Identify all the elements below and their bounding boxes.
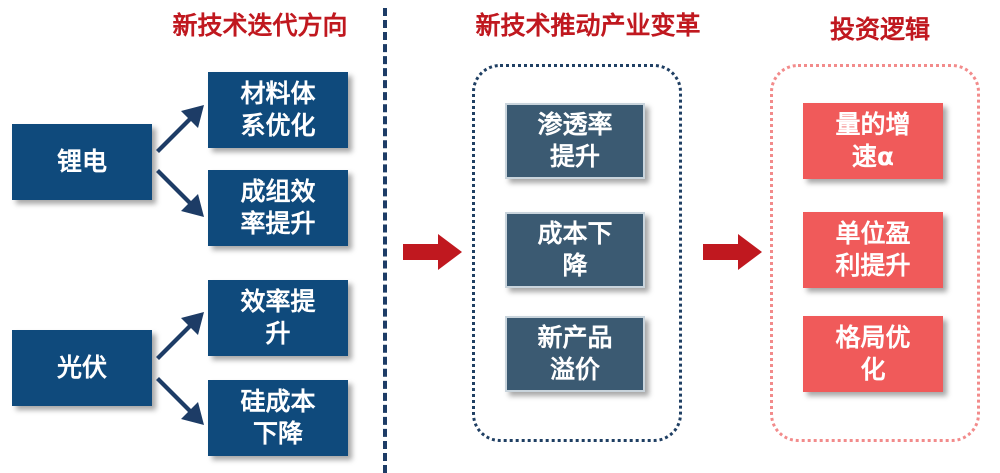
industry-cost-line2: 降	[562, 251, 588, 280]
industry-penetration-rate: 渗透率 提升	[505, 103, 645, 179]
direction-material-optimization: 材料体 系优化	[208, 72, 348, 148]
industry-premium-line2: 溢价	[549, 355, 600, 384]
investment-structure-optimization: 格局优 化	[803, 316, 943, 392]
arrow-up-right-icon	[156, 312, 204, 360]
direction-pack-line2: 率提升	[240, 209, 316, 238]
investment-unit-profit: 单位盈 利提升	[803, 212, 943, 288]
arrow-right-icon	[403, 234, 462, 270]
direction-material-line2: 系优化	[240, 111, 316, 140]
industry-penetration-line2: 提升	[549, 142, 600, 171]
investment-volume-line2: 速α	[851, 142, 895, 171]
direction-efficiency-improvement: 效率提 升	[208, 280, 348, 356]
investment-profit-line1: 单位盈	[835, 219, 911, 248]
direction-silicon-line2: 下降	[252, 419, 303, 448]
section-divider	[383, 8, 387, 473]
direction-pack-efficiency: 成组效 率提升	[208, 170, 348, 246]
source-pv: 光伏	[12, 330, 152, 406]
source-pv-label: 光伏	[56, 353, 107, 382]
heading-investment-logic: 投资逻辑	[829, 15, 930, 44]
source-lithium-label: 锂电	[56, 147, 107, 176]
direction-efficiency-line1: 效率提	[240, 287, 316, 316]
industry-cost-line1: 成本下	[537, 219, 613, 248]
industry-premium-line1: 新产品	[537, 323, 613, 352]
heading-tech-iteration: 新技术迭代方向	[172, 11, 348, 40]
investment-volume-line1: 量的增	[835, 110, 911, 139]
heading-industry-change: 新技术推动产业变革	[475, 11, 701, 40]
investment-structure-line2: 化	[860, 355, 886, 384]
investment-structure-line1: 格局优	[835, 323, 911, 352]
arrow-down-right-icon	[156, 169, 204, 217]
direction-material-line1: 材料体	[240, 79, 316, 108]
industry-change-group	[472, 64, 682, 442]
arrow-right-icon	[703, 234, 762, 270]
direction-pack-line1: 成组效	[240, 177, 316, 206]
industry-penetration-line1: 渗透率	[537, 110, 613, 139]
investment-volume-growth: 量的增 速α	[803, 103, 943, 179]
industry-new-product-premium: 新产品 溢价	[505, 316, 645, 392]
industry-cost-reduction: 成本下 降	[505, 212, 645, 288]
arrow-down-right-icon	[156, 377, 204, 425]
source-lithium: 锂电	[12, 124, 152, 200]
investment-profit-line2: 利提升	[835, 251, 911, 280]
direction-silicon-line1: 硅成本	[240, 387, 316, 416]
direction-efficiency-line2: 升	[265, 319, 291, 348]
direction-silicon-cost: 硅成本 下降	[208, 380, 348, 456]
arrow-up-right-icon	[156, 105, 204, 153]
investment-logic-group	[770, 64, 980, 442]
